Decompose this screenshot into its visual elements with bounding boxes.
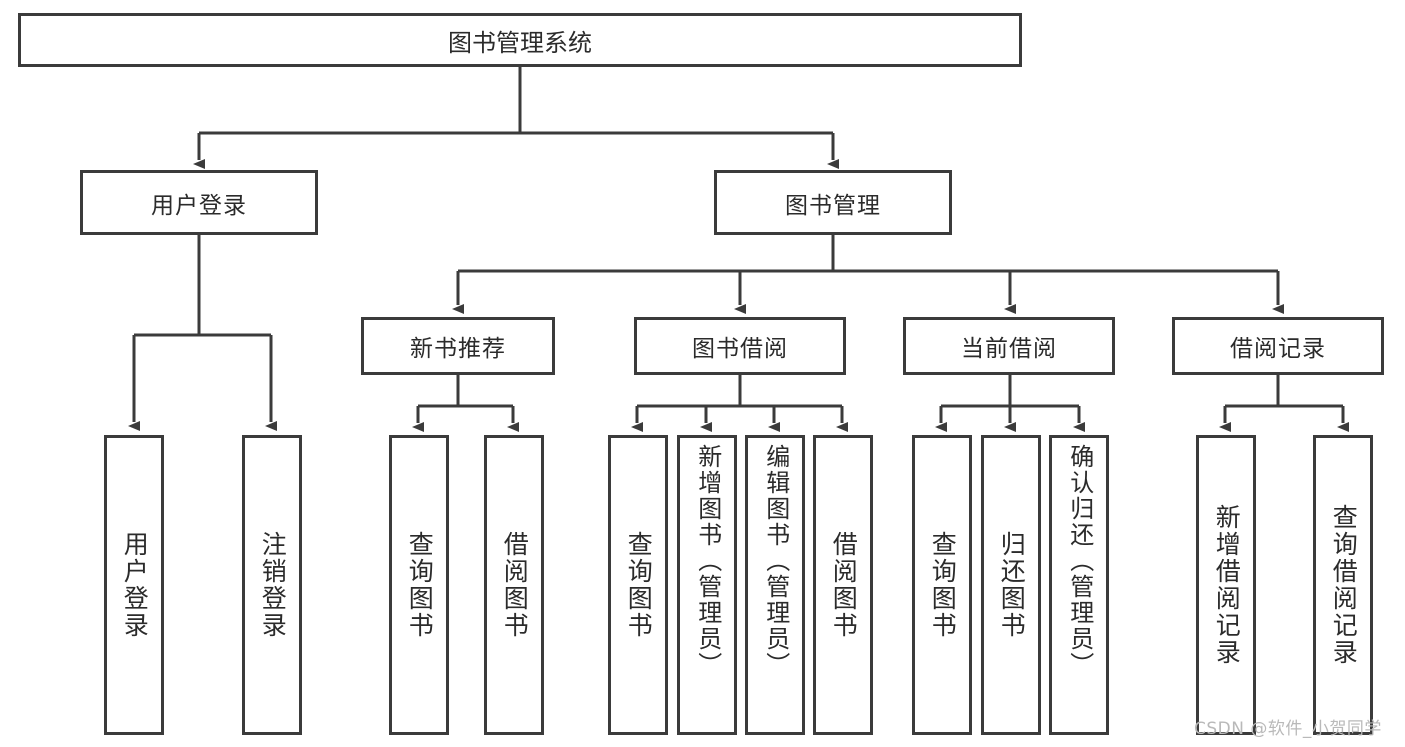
leaf-return-book[interactable]: 归还图书 [981,435,1041,735]
leaf-logout[interactable]: 注销登录 [242,435,302,735]
leaf-label: 查询图书 [928,531,958,639]
leaf-label: 编辑图书（管理员） [761,444,790,678]
node-borrow-record[interactable]: 借阅记录 [1172,317,1384,375]
leaf-label: 借阅图书 [500,531,530,639]
node-new-book-recommend[interactable]: 新书推荐 [361,317,555,375]
node-book-borrow[interactable]: 图书借阅 [634,317,846,375]
node-current-borrow[interactable]: 当前借阅 [903,317,1115,375]
leaf-query-book-borrow[interactable]: 查询图书 [608,435,668,735]
leaf-label: 用户登录 [120,531,150,639]
leaf-query-book-recommend[interactable]: 查询图书 [389,435,449,735]
leaf-label: 注销登录 [258,531,288,639]
node-book-management[interactable]: 图书管理 [714,170,952,235]
leaf-label: 归还图书 [997,531,1027,639]
leaf-borrow-book[interactable]: 借阅图书 [813,435,873,735]
leaf-add-book-admin[interactable]: 新增图书（管理员） [677,435,737,735]
leaf-query-book-current[interactable]: 查询图书 [912,435,972,735]
leaf-label: 查询图书 [405,531,435,639]
leaf-label: 查询图书 [624,531,654,639]
leaf-add-borrow-record[interactable]: 新增借阅记录 [1196,435,1256,735]
leaf-query-borrow-record[interactable]: 查询借阅记录 [1313,435,1373,735]
leaf-label: 新增借阅记录 [1212,504,1242,666]
leaf-label: 确认归还（管理员） [1065,444,1094,678]
leaf-user-login[interactable]: 用户登录 [104,435,164,735]
leaf-label: 查询借阅记录 [1329,504,1359,666]
leaf-label: 新增图书（管理员） [693,444,722,678]
leaf-edit-book-admin[interactable]: 编辑图书（管理员） [745,435,805,735]
leaf-confirm-return-admin[interactable]: 确认归还（管理员） [1049,435,1109,735]
leaf-borrow-book-recommend[interactable]: 借阅图书 [484,435,544,735]
node-user-login[interactable]: 用户登录 [80,170,318,235]
leaf-label: 借阅图书 [829,531,859,639]
node-root-system[interactable]: 图书管理系统 [18,13,1022,67]
